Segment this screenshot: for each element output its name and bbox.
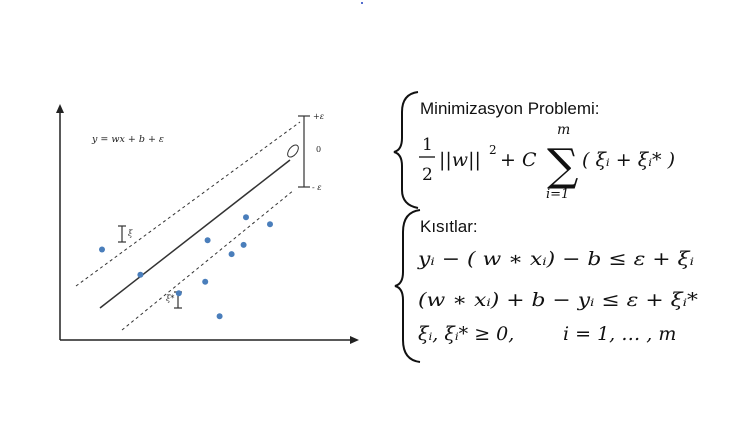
epsilon-plus-label: +ε <box>313 112 324 121</box>
stray-dot <box>361 2 363 4</box>
xi-slack-marker <box>118 225 126 243</box>
regression-equation: y = wx + b + ε <box>91 134 164 145</box>
constraints-heading: Kısıtlar: <box>420 217 478 236</box>
xi-label: ξ <box>128 229 133 238</box>
norm-exponent: 2 <box>489 143 497 157</box>
summand: ( ξᵢ + ξᵢ* ) <box>582 149 675 171</box>
sum-lower-limit: i=1 <box>546 187 569 202</box>
constraint-3-index-range: i = 1, … , m <box>563 323 676 345</box>
norm-term: ||w|| <box>439 149 481 171</box>
data-point <box>243 214 249 221</box>
data-point <box>137 271 144 278</box>
constraint-1: yᵢ − ( w ∗ xᵢ) − b ≤ ε + ξᵢ <box>417 248 694 270</box>
objective-brace <box>393 91 419 209</box>
constraint-2: (w ∗ xᵢ) + b − yᵢ ≤ ε + ξᵢ* <box>418 289 699 311</box>
data-point <box>228 251 235 258</box>
data-point <box>267 221 273 228</box>
lower-margin-line <box>121 189 295 331</box>
epsilon-minus-label: - ε <box>312 183 322 192</box>
y-axis-arrow <box>56 104 64 113</box>
data-point <box>202 278 209 285</box>
regression-line <box>99 159 291 309</box>
data-point <box>240 241 247 248</box>
zero-label: 0 <box>316 145 321 154</box>
sum-upper-limit: m <box>557 122 570 138</box>
fraction-denominator: 2 <box>422 165 433 185</box>
data-point <box>175 290 182 297</box>
epsilon-tube-end <box>287 144 299 158</box>
data-point <box>204 237 211 244</box>
xi-star-label: ξ* <box>166 294 174 303</box>
data-points <box>99 214 273 320</box>
outlier-point-xi <box>99 246 105 253</box>
objective-heading: Minimizasyon Problemi: <box>420 99 600 118</box>
constraints-brace <box>394 209 421 363</box>
outlier-point-xi_star <box>216 313 223 320</box>
plus-c: + C <box>500 149 537 171</box>
x-axis-arrow <box>350 336 359 344</box>
constraint-3-nonnegativity: ξᵢ, ξᵢ* ≥ 0, <box>418 323 514 345</box>
upper-margin-line <box>75 121 301 287</box>
sum-symbol: ∑ <box>547 140 578 191</box>
fraction-numerator: 1 <box>422 135 433 155</box>
